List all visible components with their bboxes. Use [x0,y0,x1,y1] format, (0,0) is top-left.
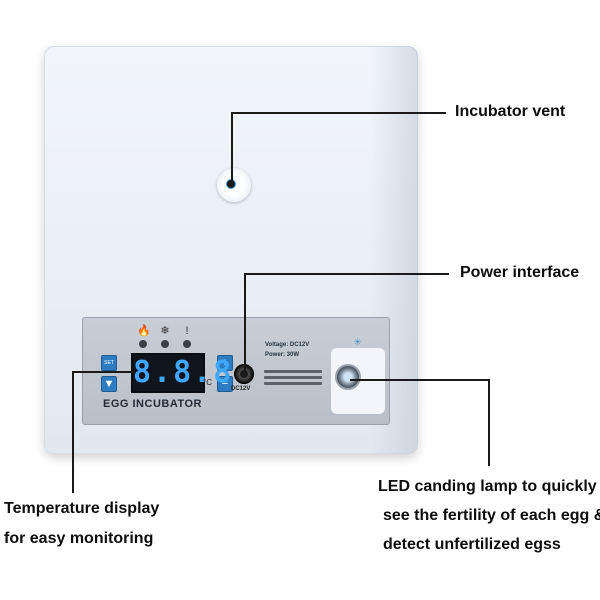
led-callout-line-1: LED canding lamp to quickly [378,478,597,495]
set-button[interactable]: SET [101,355,117,371]
vent-callout-line-vertical [231,112,233,182]
fan-icon: ❄ [160,325,170,337]
speaker-grille-line [264,382,322,385]
indicator-light-fan [161,340,169,348]
led-callout-line-vertical [488,379,490,466]
candling-lamp[interactable] [335,364,361,390]
temperature-callout-line-vertical [72,371,74,493]
power-callout-line-vertical [244,273,246,373]
flame-icon: 🔥 [137,325,151,337]
indicator-light-alarm [183,340,191,348]
voltage-spec: Voltage: DC12V [265,342,310,348]
brand-label: EGG INCUBATOR [103,398,202,410]
power-jack-label: DC12V [231,386,251,392]
temperature-display: 8.8.8 [131,353,231,393]
led-icon: ✳ [354,337,362,347]
power-callout-line-horizontal [244,273,449,275]
speaker-grille-line [264,370,322,373]
vent-callout-label: Incubator vent [455,103,566,120]
led-callout-line-horizontal [350,379,490,381]
temperature-callout-line-1: Temperature display [4,500,160,517]
plus-button[interactable]: + [217,355,233,371]
power-callout-label: Power interface [460,264,580,281]
temperature-callout-line-2: for easy monitoring [4,530,154,547]
vent-callout-line-horizontal [231,112,446,114]
speaker-grille-line [264,376,322,379]
indicator-light-heat [139,340,147,348]
led-callout-line-3: detect unfertilized egss [383,536,561,553]
temperature-callout-line-horizontal [72,371,134,373]
alarm-icon: ! [185,325,189,337]
led-callout-line-2: see the fertility of each egg & [383,507,600,524]
power-spec: Power: 30W [265,352,300,358]
power-callout-dot [240,370,248,378]
temperature-unit: °C [203,378,212,387]
minus-button[interactable]: − [217,376,233,392]
vent-callout-dot [227,180,235,188]
down-button[interactable]: ▼ [101,376,117,392]
